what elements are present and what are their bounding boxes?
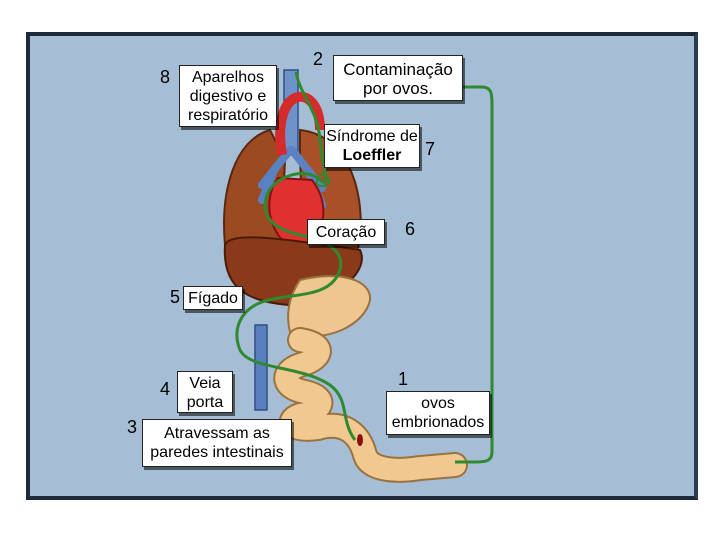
step-number-6: 6 xyxy=(405,220,415,238)
label-atravessam: Atravessam as paredes intestinais xyxy=(142,419,292,467)
step-number-5: 5 xyxy=(170,288,180,306)
step-number-1: 1 xyxy=(398,370,408,388)
label-sindrome-text: Síndrome de xyxy=(326,128,418,145)
portal-vein xyxy=(255,325,267,410)
label-veia-porta: Veia porta xyxy=(177,371,233,413)
step-number-8: 8 xyxy=(160,68,170,86)
label-figado: Fígado xyxy=(183,286,243,310)
step-number-3: 3 xyxy=(127,418,137,436)
label-coracao: Coração xyxy=(307,219,385,245)
label-aparelhos: Aparelhos digestivo e respiratório xyxy=(179,65,277,127)
egg-icon xyxy=(357,434,363,446)
label-contaminacao: Contaminação por ovos. xyxy=(333,55,463,101)
label-sindrome: Síndrome de Loeffler xyxy=(324,124,420,168)
step-number-2: 2 xyxy=(313,50,323,68)
step-number-7: 7 xyxy=(425,140,435,158)
label-ovos: ovos embrionados xyxy=(386,391,490,435)
label-sindrome-bold: Loeffler xyxy=(343,147,402,164)
step-number-4: 4 xyxy=(160,380,170,398)
